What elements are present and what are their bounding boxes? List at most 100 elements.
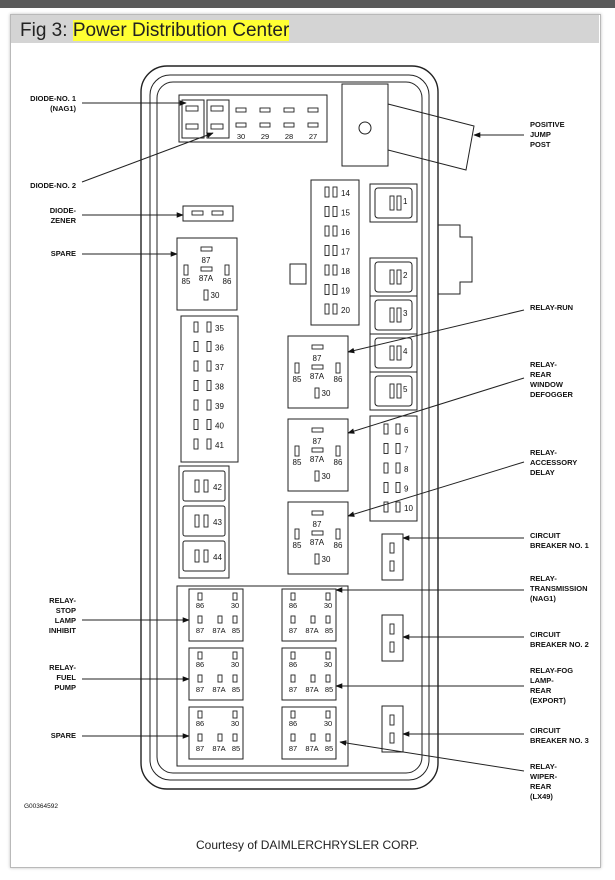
relay-pin-label: 30 <box>322 472 331 481</box>
fuse-terminal <box>193 321 199 333</box>
fuse-terminal <box>193 341 199 352</box>
callout-relay-fog-lamp-rear: LAMP- <box>530 676 554 685</box>
fuse-number-15: 15 <box>341 209 350 218</box>
fuse-terminal <box>389 383 395 399</box>
relay-pin-label: 30 <box>324 719 332 728</box>
fuse-number-8: 8 <box>404 465 409 474</box>
fuse-terminal <box>332 225 338 237</box>
relay-pin-label: 30 <box>211 291 220 300</box>
fuse-number-17: 17 <box>341 248 350 257</box>
micro-pin <box>310 615 316 624</box>
diode-block-slot <box>235 107 247 113</box>
relay-pin-label: 87A <box>305 685 318 694</box>
callout-relay-rear-window-defogger: WINDOW <box>530 380 564 389</box>
relay-pin-label: 85 <box>232 626 240 635</box>
cartridge-fuse-inner <box>374 187 413 219</box>
relay-pin-87 <box>200 246 213 252</box>
callout-positive-jump-post: JUMP <box>530 130 551 139</box>
micro-pin <box>290 615 296 624</box>
relay-pin-87 <box>311 344 324 350</box>
relay-pin-87a <box>200 266 213 272</box>
micro-pin <box>232 733 238 742</box>
callout-relay-rear-window-defogger: DEFOGGER <box>530 390 574 399</box>
callout-diode-zener: ZENER <box>51 216 77 225</box>
diode-terminal <box>185 123 199 130</box>
relay-pin-label: 86 <box>223 277 232 286</box>
cartridge-fuse-inner <box>374 375 413 407</box>
micro-relay-right-1 <box>281 588 337 642</box>
relay-pin-30 <box>203 289 209 301</box>
callout-relay-transmission: (NAG1) <box>530 594 556 603</box>
micro-pin <box>232 710 238 719</box>
relay-pin-label: 85 <box>232 685 240 694</box>
circuit-breaker-1 <box>381 533 404 581</box>
relay-pin-86 <box>335 362 341 374</box>
callout-relay-wiper-rear: RELAY- <box>530 762 557 771</box>
relay-pin-label: 30 <box>324 660 332 669</box>
relay-pin-86 <box>335 445 341 457</box>
micro-pin <box>197 710 203 719</box>
cartridge-fuse-44 <box>182 540 226 572</box>
fuse-terminal <box>396 345 402 361</box>
callout-relay-fog-lamp-rear: (EXPORT) <box>530 696 566 705</box>
relay-pin-87 <box>311 510 324 516</box>
leader-relay-run <box>347 309 525 354</box>
relay-pin-85 <box>294 528 300 540</box>
fuse-number-20: 20 <box>341 306 350 315</box>
fuse-terminal <box>193 360 199 372</box>
relay-pin-label: 86 <box>196 719 204 728</box>
relay-pin-label: 30 <box>322 555 331 564</box>
fuse-number-16: 16 <box>341 228 350 237</box>
fuse-number-7: 7 <box>404 446 409 455</box>
fuse-terminal <box>383 423 389 435</box>
micro-pin <box>325 674 331 683</box>
fuse-terminal <box>395 462 401 474</box>
diode-block-slot <box>307 107 319 113</box>
diode-block-slot <box>259 107 271 113</box>
relay-pin-label: 87A <box>310 372 325 381</box>
relay-pin-label: 87A <box>212 685 225 694</box>
fuse-number-42: 42 <box>213 483 222 492</box>
callout-relay-fuel-pump: RELAY- <box>49 663 76 672</box>
relay-pin-label: 86 <box>334 541 343 550</box>
callout-relay-accessory-delay: RELAY- <box>530 448 557 457</box>
fuse-terminal <box>396 383 402 399</box>
micro-pin <box>217 674 223 683</box>
pdc-mid-housing <box>149 74 430 781</box>
diode-block-slot <box>235 122 247 128</box>
side-connector-tab <box>438 224 473 295</box>
fuse-terminal <box>389 307 395 323</box>
micro-pin <box>290 651 296 660</box>
fuse-number-44: 44 <box>213 553 222 562</box>
diode-block-slot <box>259 122 271 128</box>
cartridge-fuse-42 <box>182 470 226 502</box>
relay-pin-label: 30 <box>231 601 239 610</box>
micro-pin <box>197 674 203 683</box>
leader-diode-2 <box>81 132 214 183</box>
relay-pin-label: 86 <box>196 601 204 610</box>
callout-positive-jump-post: POST <box>530 140 551 149</box>
fuse-number-18: 18 <box>341 267 350 276</box>
fuse-terminal <box>395 501 401 513</box>
breaker-terminal <box>389 542 395 554</box>
callout-spare-top: SPARE <box>51 249 76 258</box>
fuse-terminal <box>332 284 338 295</box>
breaker-terminal <box>389 560 395 572</box>
relay-pin-label: 85 <box>232 744 240 753</box>
relay-pin-label: 87 <box>196 685 204 694</box>
fuse-number-1: 1 <box>403 197 408 206</box>
fuse-terminal <box>389 269 395 285</box>
relay-pin-label: 87 <box>202 256 211 265</box>
figure-code: G00364592 <box>24 803 58 810</box>
fuse-terminal <box>203 479 209 493</box>
micro-pin <box>310 733 316 742</box>
relay-pin-30 <box>314 470 320 482</box>
callout-relay-fuel-pump: FUEL <box>56 673 76 682</box>
relay-pin-label: 85 <box>293 458 302 467</box>
relay-pin-label: 30 <box>324 601 332 610</box>
micro-pin <box>325 733 331 742</box>
relay-pin-label: 87 <box>196 626 204 635</box>
relay-pin-label: 86 <box>289 719 297 728</box>
relay-pin-85 <box>183 264 189 276</box>
